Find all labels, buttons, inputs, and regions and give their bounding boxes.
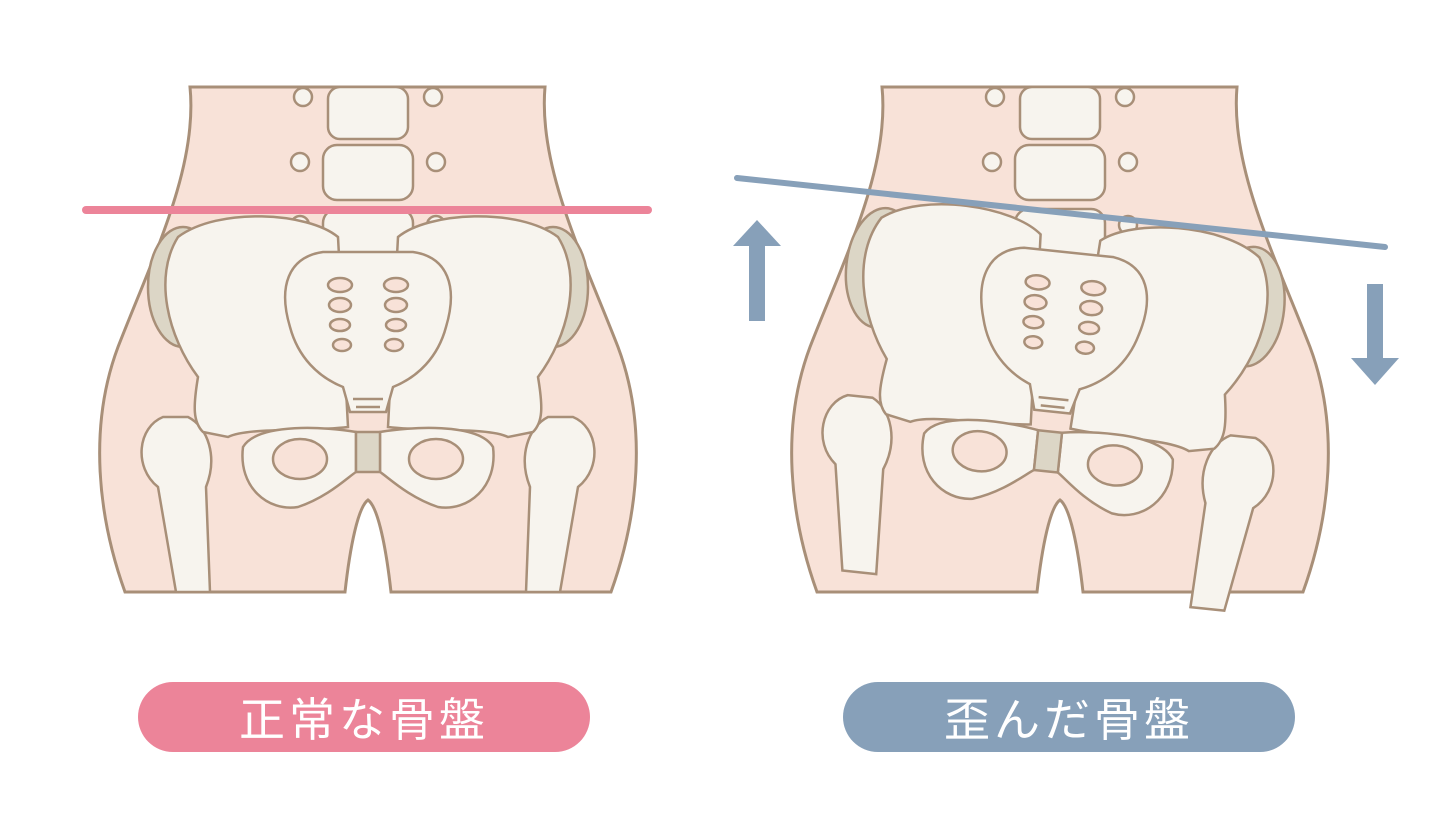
- normal-pelvis-label: 正常な骨盤: [138, 682, 590, 752]
- arrow-down-icon: [1351, 284, 1399, 385]
- distorted-pelvis-label: 歪んだ骨盤: [843, 682, 1295, 752]
- tilted-line: [734, 175, 1388, 250]
- distorted-pelvis-figure: [790, 85, 1330, 616]
- arrow-up-icon: [733, 220, 781, 321]
- normal-pelvis-figure: [98, 85, 638, 594]
